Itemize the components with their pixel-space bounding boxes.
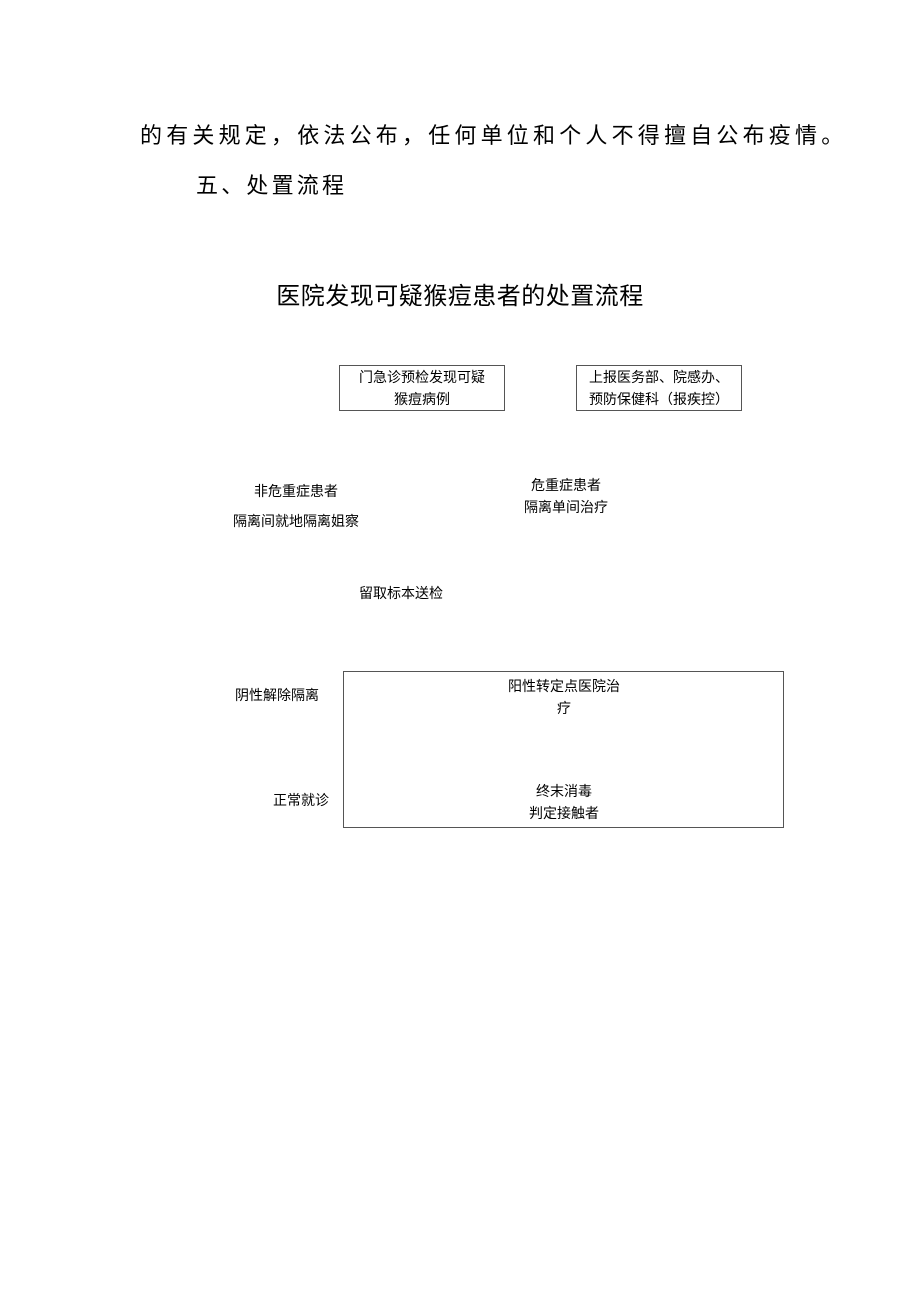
report-box-line1: 上报医务部、院感办、 [589,370,729,386]
section-heading: 五、处置流程 [196,174,348,199]
terminal-line1: 终末消毒 [536,784,592,800]
positive-node: 阳性转定点医院治 疗 [494,676,634,720]
report-box-line2: 预防保健科（报疾控） [589,392,729,408]
terminal-node: 终末消毒 判定接触者 [514,781,614,825]
negative-node: 阴性解除隔离 [235,688,319,704]
paragraph-tail: 的有关规定，依法公布，任何单位和个人不得擅自公布疫情。 [140,124,848,149]
sampling-node: 留取标本送检 [359,586,443,602]
non-critical-node: 非危重症患者 隔离间就地隔离姐察 [226,481,366,533]
report-box: 上报医务部、院感办、 预防保健科（报疾控） [576,365,742,411]
start-box: 门急诊预检发现可疑 猴痘病例 [339,365,505,411]
terminal-line2: 判定接触者 [529,806,599,822]
start-box-line1: 门急诊预检发现可疑 [359,370,485,386]
critical-node: 危重症患者 隔离单间治疗 [516,475,616,519]
flowchart-title: 医院发现可疑猴痘患者的处置流程 [276,282,644,310]
positive-line1: 阳性转定点医院治 [508,679,620,695]
non-critical-line1: 非危重症患者 [254,484,338,500]
positive-line2: 疗 [557,701,571,717]
critical-line2: 隔离单间治疗 [524,500,608,516]
normal-visit-node: 正常就诊 [273,793,329,809]
non-critical-line2: 隔离间就地隔离姐察 [233,514,359,530]
result-box [343,671,784,828]
start-box-line2: 猴痘病例 [394,392,450,408]
critical-line1: 危重症患者 [531,478,601,494]
